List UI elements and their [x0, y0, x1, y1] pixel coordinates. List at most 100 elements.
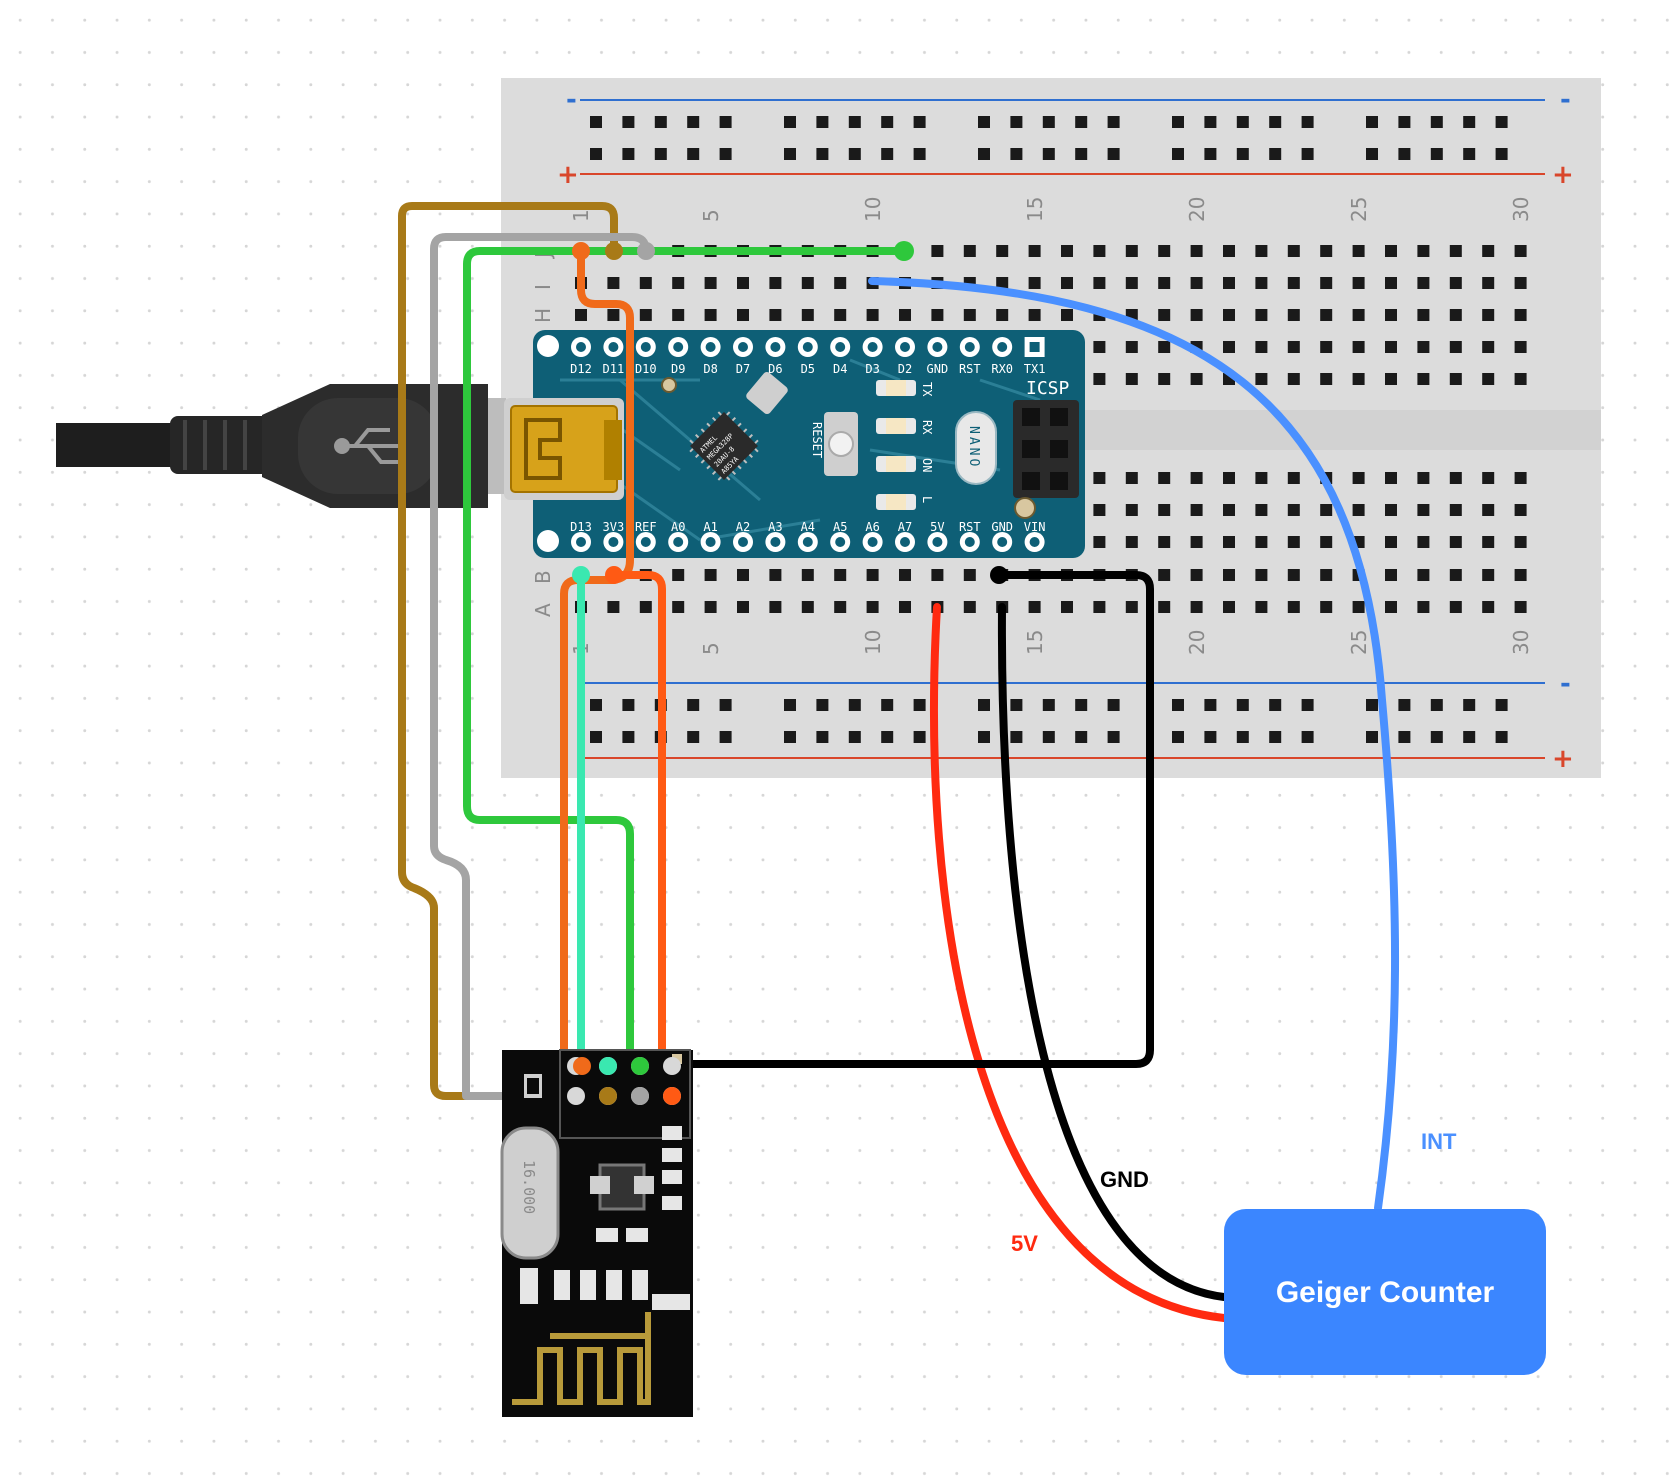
breadboard-hole	[963, 309, 976, 321]
column-number: 15	[1023, 197, 1047, 222]
breadboard-hole	[1093, 601, 1106, 613]
breadboard-hole	[1093, 341, 1106, 353]
rail-hole	[978, 116, 990, 128]
breadboard-hole	[1417, 601, 1430, 613]
reset-button-cap[interactable]	[828, 431, 854, 457]
geiger-counter-box[interactable]	[1224, 1209, 1546, 1375]
breadboard-hole	[1320, 341, 1333, 353]
breadboard-hole	[1417, 536, 1430, 548]
breadboard-hole	[1287, 472, 1300, 484]
breadboard-hole	[672, 277, 685, 289]
breadboard-hole	[1287, 245, 1300, 257]
rail-hole	[1463, 116, 1476, 128]
rail-hole	[1075, 148, 1088, 160]
bottom-pin-label: RST	[959, 520, 981, 534]
breadboard-hole	[1028, 245, 1041, 257]
column-number: 10	[861, 630, 885, 655]
rail-hole	[913, 699, 926, 711]
black-gnd-wire-geiger	[997, 603, 1228, 1301]
rail-hole	[881, 699, 894, 711]
breadboard-hole	[1223, 569, 1235, 581]
rail-sign-plus: +	[557, 160, 579, 190]
rail-hole	[1398, 731, 1411, 743]
rail-hole	[1010, 116, 1023, 128]
breadboard-hole	[1449, 601, 1462, 613]
mount-hole	[537, 530, 559, 552]
icsp-label: ICSP	[1026, 378, 1070, 399]
row-letter: J	[531, 252, 555, 260]
reset-label: RESET	[810, 422, 824, 458]
rail-hole	[1107, 699, 1120, 711]
breadboard-hole	[834, 601, 847, 613]
breadboard-hole	[1061, 601, 1073, 613]
rail-hole	[1236, 731, 1249, 743]
breadboard-hole	[1190, 536, 1203, 548]
top-pin-label: GND	[927, 362, 949, 376]
green-wire	[463, 247, 908, 1070]
breadboard-hole	[1320, 601, 1333, 613]
breadboard-hole	[1223, 245, 1235, 257]
rail-hole	[1430, 699, 1443, 711]
breadboard-hole	[704, 309, 717, 321]
rail-hole	[654, 116, 667, 128]
geiger-counter[interactable]: Geiger Counter	[1224, 1209, 1546, 1375]
column-number: 5	[699, 642, 723, 655]
rail-hole	[1366, 148, 1378, 160]
icsp-header	[1013, 400, 1079, 498]
breadboard-hole	[1352, 309, 1365, 321]
bottom-pin-label: A1	[703, 520, 717, 534]
rail-hole	[622, 699, 635, 711]
breadboard-hole	[1385, 472, 1397, 484]
bottom-pin-label: 3V3	[603, 520, 625, 534]
rail-hole	[1366, 731, 1378, 743]
breadboard-hole	[1417, 309, 1430, 321]
breadboard-hole	[1028, 277, 1041, 289]
top-pin-label: D4	[833, 362, 847, 376]
breadboard-hole	[1385, 601, 1397, 613]
rail-hole	[1042, 148, 1055, 160]
breadboard-hole	[1125, 504, 1138, 516]
breadboard-hole	[1223, 536, 1235, 548]
rail-hole	[1301, 148, 1314, 160]
led-label-on: ON	[920, 458, 934, 472]
led-label-l: L	[920, 496, 934, 503]
breadboard-hole	[737, 309, 749, 321]
wire-endpoint	[605, 566, 623, 584]
rail-hole	[1236, 116, 1249, 128]
rail-hole	[1172, 148, 1184, 160]
breadboard-hole	[1449, 472, 1462, 484]
rail-hole	[1495, 148, 1508, 160]
rail-sign-plus: +	[1552, 160, 1574, 190]
rail-hole	[1430, 116, 1443, 128]
breadboard-hole	[996, 277, 1009, 289]
bottom-pin-label: REF	[635, 520, 657, 534]
rail-hole	[848, 148, 861, 160]
breadboard-hole	[1417, 569, 1430, 581]
rail-hole	[590, 699, 602, 711]
rail-sign-plus: +	[1552, 744, 1574, 774]
rail-hole	[590, 148, 602, 160]
rail-hole	[1301, 731, 1314, 743]
rail-hole	[881, 148, 894, 160]
bottom-pin-label: GND	[991, 520, 1013, 534]
breadboard-hole	[1287, 601, 1300, 613]
breadboard-hole	[1255, 569, 1268, 581]
breadboard-hole	[1449, 373, 1462, 385]
rail-hole	[1204, 731, 1217, 743]
rail-hole	[1430, 731, 1443, 743]
bottom-pin-label: A3	[768, 520, 782, 534]
breadboard-hole	[1514, 341, 1527, 353]
rail-hole	[1366, 699, 1378, 711]
breadboard-hole	[1514, 309, 1527, 321]
top-pin-label: RST	[959, 362, 981, 376]
breadboard-hole	[1320, 504, 1333, 516]
nrf24-radio-module: 16.000	[500, 1049, 693, 1417]
breadboard-hole	[899, 309, 911, 321]
breadboard-hole	[1482, 341, 1495, 353]
usb-symbol-icon	[334, 428, 405, 464]
breadboard-hole	[672, 601, 685, 613]
rail-hole	[1398, 699, 1411, 711]
breadboard-hole	[1385, 341, 1397, 353]
rail-hole	[687, 116, 700, 128]
